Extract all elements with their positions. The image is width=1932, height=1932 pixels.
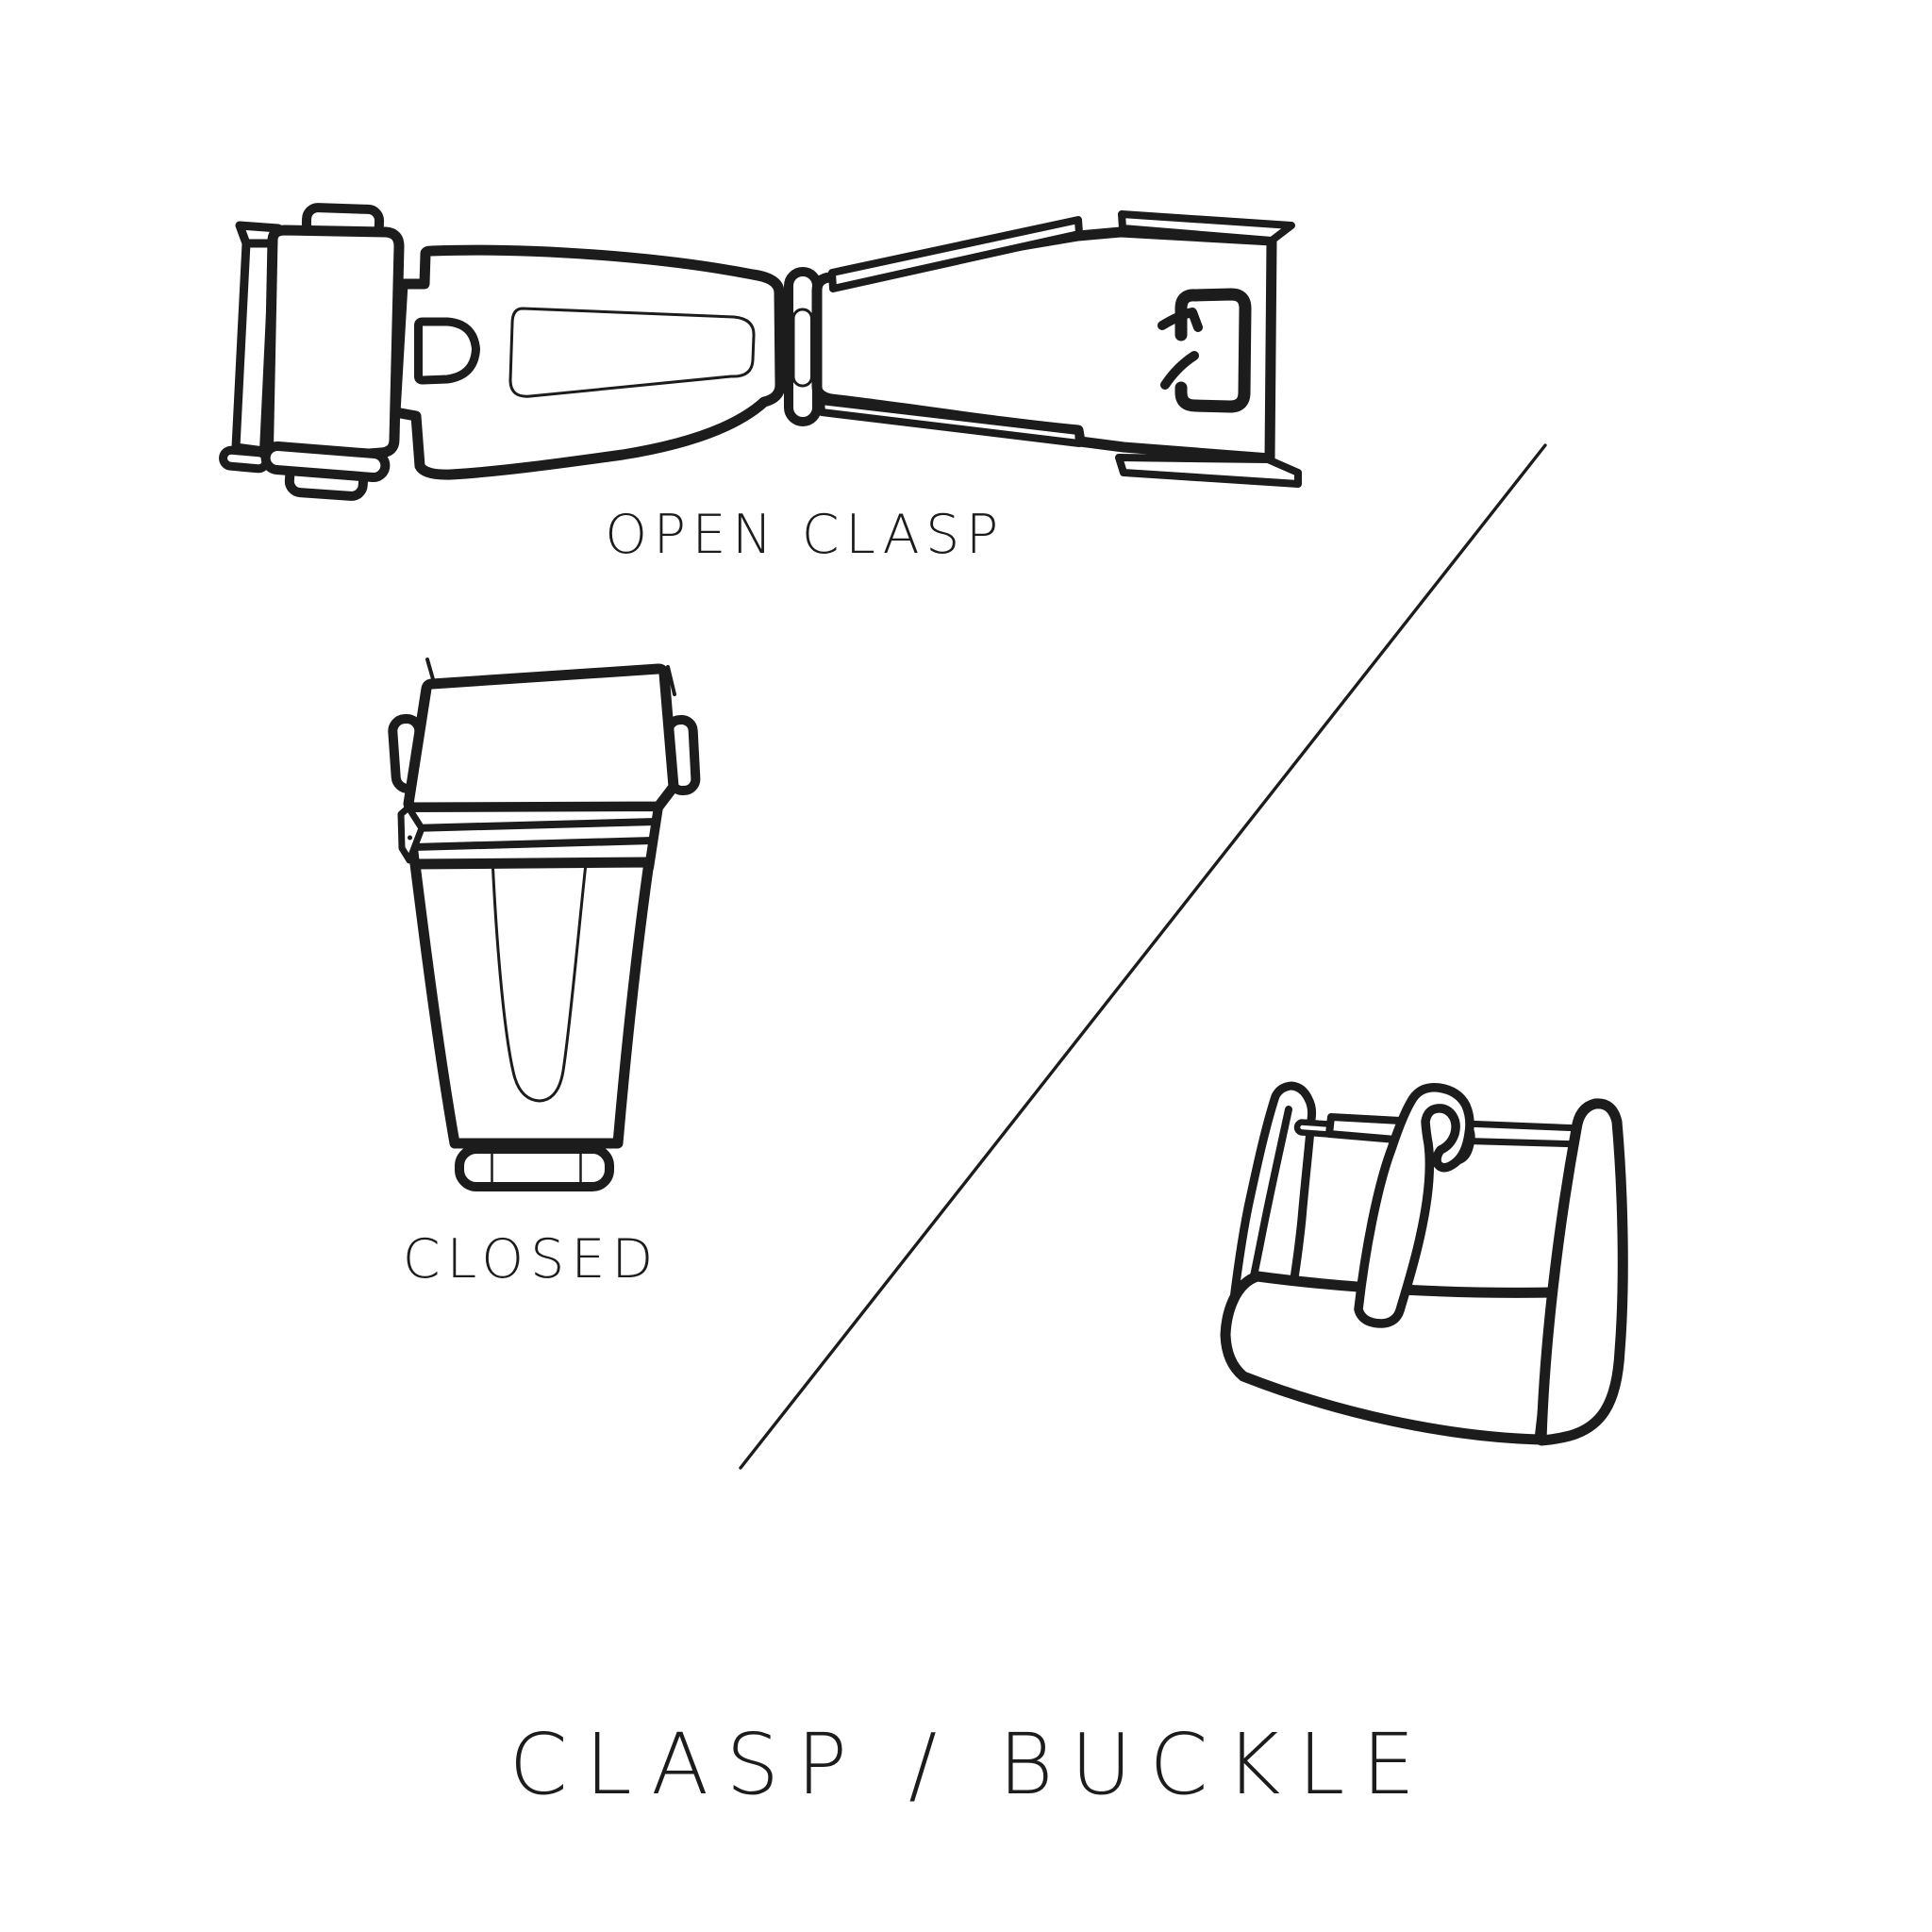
open-clasp-hook-lower-flick-icon — [1160, 351, 1199, 390]
open-clasp-left-window-icon — [508, 307, 756, 398]
open-clasp-block-icon — [263, 225, 405, 466]
open-clasp-bottom-roll-icon — [260, 441, 391, 483]
closed-clasp-prong-right-icon — [666, 665, 676, 696]
diagram-title: CLASP / BUCKLE — [509, 1715, 1433, 1813]
closed-clasp-label: CLOSED — [403, 1228, 659, 1291]
closed-clasp-illustration — [388, 658, 701, 1191]
closed-clasp-flap-icon — [397, 804, 425, 864]
open-clasp-bottom-roll-group — [260, 441, 391, 483]
closed-clasp-foot-icon — [455, 1144, 614, 1191]
closed-clasp-flap-dot-icon — [408, 835, 412, 841]
open-clasp-left-arm-icon — [390, 244, 786, 480]
open-clasp-bottom-plate-right-icon — [1115, 454, 1302, 488]
pin-buckle-illustration — [1220, 1081, 1628, 1446]
closed-clasp-window-icon — [491, 866, 587, 1103]
closed-clasp-band-stripe2-icon — [409, 837, 657, 851]
closed-clasp-band-stripe-icon — [408, 818, 659, 832]
open-clasp-d-cutout-icon — [414, 317, 480, 385]
buckle-tongue-icon — [1354, 1082, 1474, 1328]
open-clasp-endbar-roll-icon — [219, 445, 271, 474]
buckle-body-icon — [1220, 1271, 1560, 1445]
open-clasp-bottom-plate-left-icon — [817, 397, 1083, 447]
open-clasp-label: OPEN CLASP — [605, 504, 1004, 566]
open-clasp-endbar-roll-group — [219, 445, 271, 474]
closed-clasp-cover-icon — [403, 663, 679, 813]
open-clasp-top-plate-right-icon — [1118, 210, 1295, 244]
open-clasp-top-plate-left-icon — [828, 216, 1083, 292]
open-clasp-hook-upper-flick-icon — [1158, 308, 1203, 332]
buckle-right-bar-icon — [1536, 1098, 1628, 1446]
open-clasp-illustration — [219, 203, 1302, 501]
open-clasp-hook-frame-icon — [1174, 288, 1252, 413]
closed-clasp-body-icon — [409, 857, 655, 1149]
diagonal-divider — [739, 443, 1547, 1470]
